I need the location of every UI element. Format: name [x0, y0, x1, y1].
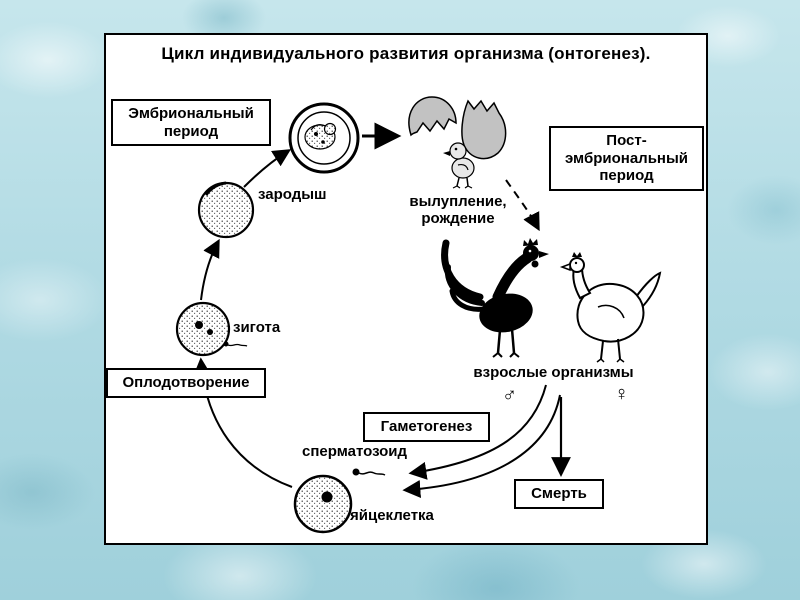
egg-cell-drawing: [293, 474, 353, 534]
label-hatching: вылупление, рождение: [409, 193, 507, 227]
label-zygote: зигота: [233, 319, 281, 336]
label-adult-organisms: взрослые организмы: [473, 364, 634, 381]
morula-drawing: [197, 181, 255, 239]
diagram-artwork: [175, 96, 662, 534]
chick-drawing: [443, 142, 475, 189]
label-box-embryonic-period: Эмбриональный период: [111, 99, 271, 147]
arrow-hatching-to-adults: [505, 179, 540, 232]
zygote-drawing: [175, 301, 248, 357]
label-box-death: Смерть: [514, 479, 604, 509]
female-symbol: ♀: [614, 383, 629, 405]
arrow-adults-to-gametes-1: [408, 384, 547, 480]
embryo-egg-drawing: [288, 102, 360, 174]
arrow-zygote-to-morula: [200, 238, 220, 301]
label-box-post-embryonic-period: Пост- эмбриональный период: [549, 126, 704, 192]
male-symbol: ♂: [502, 384, 517, 406]
hen-drawing: [559, 252, 662, 363]
rooster-drawing: [441, 238, 549, 358]
arrow-adults-to-gametes-2: [402, 394, 561, 498]
hatching-egg-drawing: [408, 96, 507, 160]
label-box-fertilization: Оплодотворение: [106, 368, 266, 398]
label-egg-cell: яйцеклетка: [350, 507, 434, 524]
diagram-panel: Цикл индивидуального развития организма …: [104, 33, 708, 545]
label-embryo: зародыш: [258, 186, 327, 203]
arrow-morula-to-embryo-egg: [243, 149, 292, 188]
label-box-gametogenesis: Гаметогенез: [363, 412, 490, 442]
label-sperm: сперматозоид: [302, 443, 408, 460]
diagram-title: Цикл индивидуального развития организма …: [161, 44, 651, 63]
sperm-drawing: [352, 468, 386, 476]
